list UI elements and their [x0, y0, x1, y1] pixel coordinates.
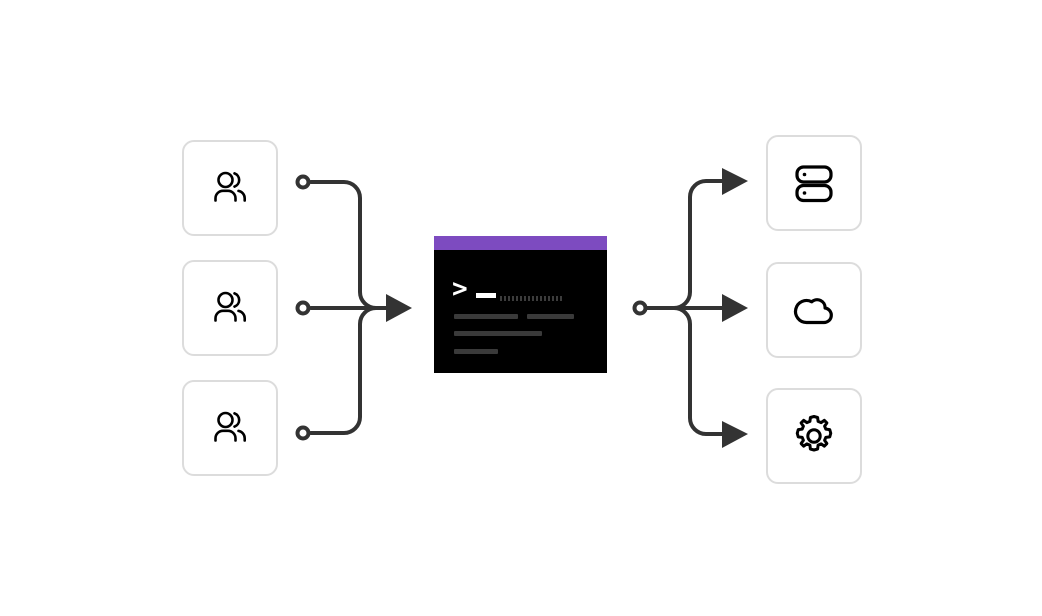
terminal-prompt-row: >	[452, 276, 496, 302]
terminal-placeholder-line-dashed	[500, 296, 562, 301]
output-arrowhead-bottom	[722, 421, 748, 448]
input-node-top[interactable]	[295, 174, 311, 190]
source-card-users-2[interactable]	[182, 260, 278, 356]
output-node[interactable]	[632, 300, 648, 316]
destination-card-database[interactable]	[766, 135, 862, 231]
source-card-users-1[interactable]	[182, 140, 278, 236]
gear-icon	[788, 410, 840, 462]
database-icon	[788, 157, 840, 209]
destination-card-cloud[interactable]	[766, 262, 862, 358]
source-card-users-3[interactable]	[182, 380, 278, 476]
terminal-placeholder-line-2b	[527, 314, 574, 319]
output-arrowhead-middle	[722, 294, 748, 322]
terminal-window[interactable]: >	[434, 236, 607, 373]
input-path-top	[309, 180, 406, 310]
input-arrowhead	[386, 294, 412, 322]
terminal-cursor	[475, 292, 496, 298]
output-path-top	[646, 179, 740, 310]
terminal-placeholder-line-4	[454, 349, 498, 354]
users-icon	[208, 166, 252, 210]
input-path-bottom	[309, 306, 406, 435]
output-arrowhead-top	[722, 168, 748, 195]
terminal-body[interactable]: >	[434, 250, 607, 373]
input-node-middle[interactable]	[295, 300, 311, 316]
output-path-bottom	[646, 306, 740, 436]
users-icon	[208, 406, 252, 450]
destination-card-settings[interactable]	[766, 388, 862, 484]
cloud-icon	[786, 282, 842, 338]
input-connector-group	[295, 174, 412, 441]
output-connector-group	[632, 168, 748, 448]
terminal-placeholder-line-2a	[454, 314, 518, 319]
terminal-titlebar	[434, 236, 607, 250]
users-icon	[208, 286, 252, 330]
terminal-placeholder-line-3	[454, 331, 542, 336]
prompt-chevron-icon: >	[452, 274, 468, 304]
input-node-bottom[interactable]	[295, 425, 311, 441]
